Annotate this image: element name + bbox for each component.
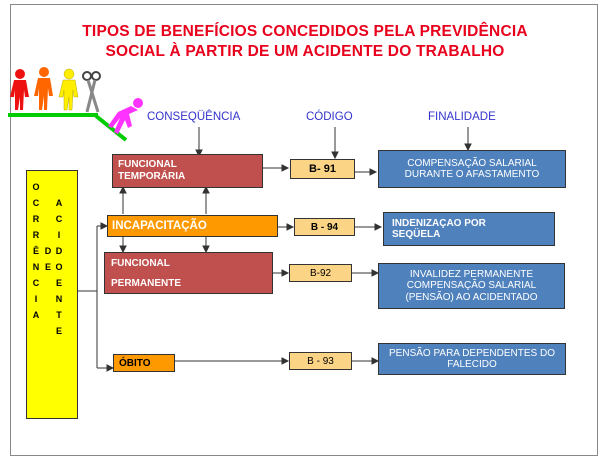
title-line-2: SOCIAL À PARTIR DE UM ACIDENTE DO TRABAL… [105, 43, 505, 60]
orange-person-icon [34, 67, 53, 110]
red-person-icon [10, 69, 29, 110]
funcional-permanente-label-2: PERMANENTE [111, 277, 182, 289]
header-finalidade: FINALIDADE [428, 111, 496, 123]
code-b91-label: B- 91 [309, 163, 336, 175]
yellow-person-icon [58, 68, 79, 111]
header-consequencia: CONSEQÜÊNCIA [147, 111, 241, 123]
funcional-permanente-box: FUNCIONAL PERMANENTE [104, 252, 273, 294]
scissors-icon [82, 71, 101, 113]
funcional-temporaria-box: FUNCIONAL TEMPORÁRIA [112, 154, 263, 188]
invalidez-label: INVALIDEZ PERMANENTE COMPENSAÇÃO SALARIA… [405, 268, 538, 303]
falling-magenta-person-icon [108, 98, 143, 134]
pensao-label: PENSÃO PARA DEPENDENTES DO FALECIDO [389, 347, 555, 371]
incapacitacao-box: INCAPACITAÇÃO [107, 215, 278, 237]
code-b94-label: B - 94 [310, 221, 339, 233]
code-b91-box: B- 91 [290, 159, 355, 179]
funcional-permanente-label-1: FUNCIONAL [111, 257, 170, 269]
title-line-1: TIPOS DE BENEFÍCIOS CONCEDIDOS PELA PREV… [82, 23, 528, 40]
code-b92-box: B-92 [289, 264, 352, 282]
pensao-box: PENSÃO PARA DEPENDENTES DO FALECIDO [378, 343, 566, 375]
compensacao-label: COMPENSAÇÃO SALARIAL DURANTE O AFASTAMEN… [404, 157, 540, 181]
compensacao-box: COMPENSAÇÃO SALARIAL DURANTE O AFASTAMEN… [378, 150, 566, 188]
header-codigo: CÓDIGO [306, 111, 353, 123]
obito-label: ÓBITO [119, 357, 151, 369]
incapacitacao-label: INCAPACITAÇÃO [112, 220, 207, 232]
code-b93-label: B - 93 [307, 355, 334, 367]
indenizacao-box: INDENIZAÇAO POR SEQÜELA [383, 212, 555, 246]
code-b92-label: B-92 [309, 267, 332, 279]
indenizacao-label: INDENIZAÇAO POR SEQÜELA [392, 217, 486, 241]
ramp-line [94, 114, 128, 142]
obito-box: ÓBITO [113, 354, 175, 372]
invalidez-box: INVALIDEZ PERMANENTE COMPENSAÇÃO SALARIA… [378, 263, 565, 309]
code-b93-box: B - 93 [289, 352, 352, 370]
funcional-temporaria-label: FUNCIONAL TEMPORÁRIA [118, 159, 186, 182]
code-b94-box: B - 94 [294, 218, 355, 236]
